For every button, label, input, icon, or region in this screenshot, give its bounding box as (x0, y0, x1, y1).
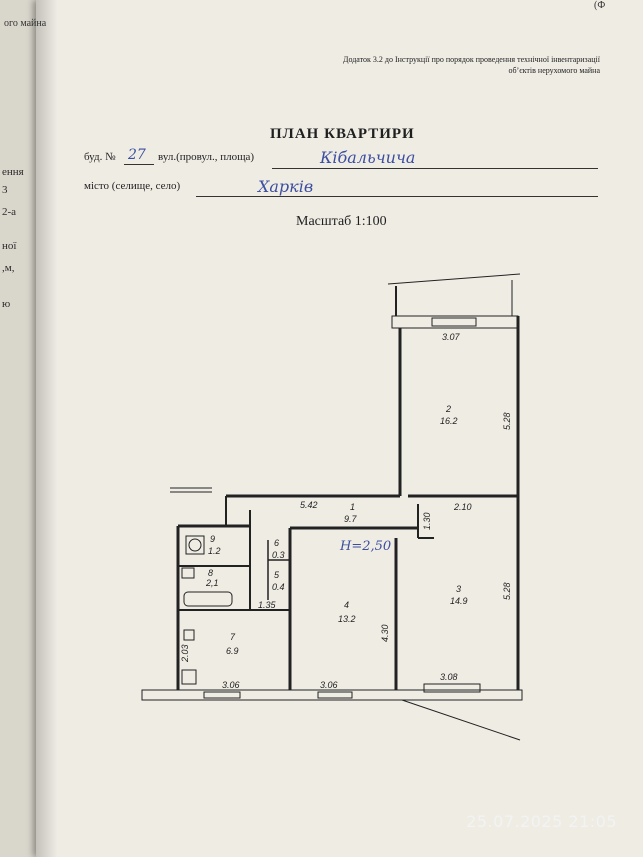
city-line (196, 196, 598, 197)
room-number: 7 (230, 632, 236, 642)
left-page-fragment: ,м, (2, 262, 15, 274)
left-page-fragment: 2-а (2, 206, 17, 218)
ceiling-height-note: H=2,50 (339, 539, 391, 554)
building-line (124, 164, 154, 165)
city-name: Харків (258, 177, 314, 196)
plan-walls (141, 273, 523, 741)
dimension: 2.10 (453, 502, 472, 512)
room-area: 2,1 (205, 578, 219, 588)
dimension: 5.28 (502, 412, 512, 430)
room-area: 0.3 (272, 550, 285, 560)
room-number: 3 (456, 584, 461, 594)
room-number: 2 (445, 404, 451, 414)
street-label: вул.(провул., площа) (158, 151, 255, 163)
dimension: 5.28 (502, 582, 512, 600)
street-line (272, 168, 598, 169)
room-number: 5 (274, 570, 280, 580)
building-number: 27 (128, 147, 146, 163)
dimension: 5.42 (300, 500, 318, 510)
photo-timestamp: 25.07.2025 21:05 (466, 812, 617, 831)
building-label: буд. № (84, 151, 116, 163)
room-area: 6.9 (226, 646, 239, 656)
left-page-fragment: ної (2, 240, 17, 252)
room-number: 9 (210, 534, 215, 544)
addendum-note: Додаток 3.2 до Інструкції про порядок пр… (342, 55, 600, 75)
scale-label: Масштаб 1:100 (296, 214, 387, 229)
street-name: Кібальчича (320, 148, 416, 167)
dimension: 2.03 (180, 644, 190, 663)
room-number: 4 (344, 600, 349, 610)
page-fold-shadow (36, 0, 58, 857)
room-area: 13.2 (338, 614, 356, 624)
room-area: 0.4 (272, 582, 285, 592)
city-label: місто (селище, село) (84, 180, 181, 192)
left-page-fragment: ю (2, 298, 11, 310)
dimension: 3.06 (320, 680, 338, 690)
top-corner-text: (Ф (594, 0, 606, 11)
room-area: 9.7 (344, 514, 358, 524)
room-area: 16.2 (440, 416, 458, 426)
document-title: ПЛАН КВАРТИРИ (270, 126, 415, 142)
dimension: 3.07 (442, 332, 461, 342)
dimension: 4.30 (380, 624, 390, 642)
left-page-fragment: 3 (2, 184, 8, 196)
room-number: 8 (208, 568, 213, 578)
right-page-header: ого майна (4, 18, 47, 29)
dimension: 3.06 (222, 680, 240, 690)
room-number: 6 (274, 538, 279, 548)
document-page (36, 0, 643, 857)
room-area: 1.2 (208, 546, 221, 556)
room-number: 1 (350, 502, 355, 512)
left-page-fragment: ення (2, 166, 24, 178)
dimension: 1.30 (422, 512, 432, 530)
plan-labels: 2 16.2 1 9.7 3 14.9 4 13.2 5 0.4 6 0.3 7… (180, 332, 512, 690)
room-area: 14.9 (450, 596, 468, 606)
dimension: 3.08 (440, 672, 458, 682)
dimension: 1.35 (258, 600, 277, 610)
